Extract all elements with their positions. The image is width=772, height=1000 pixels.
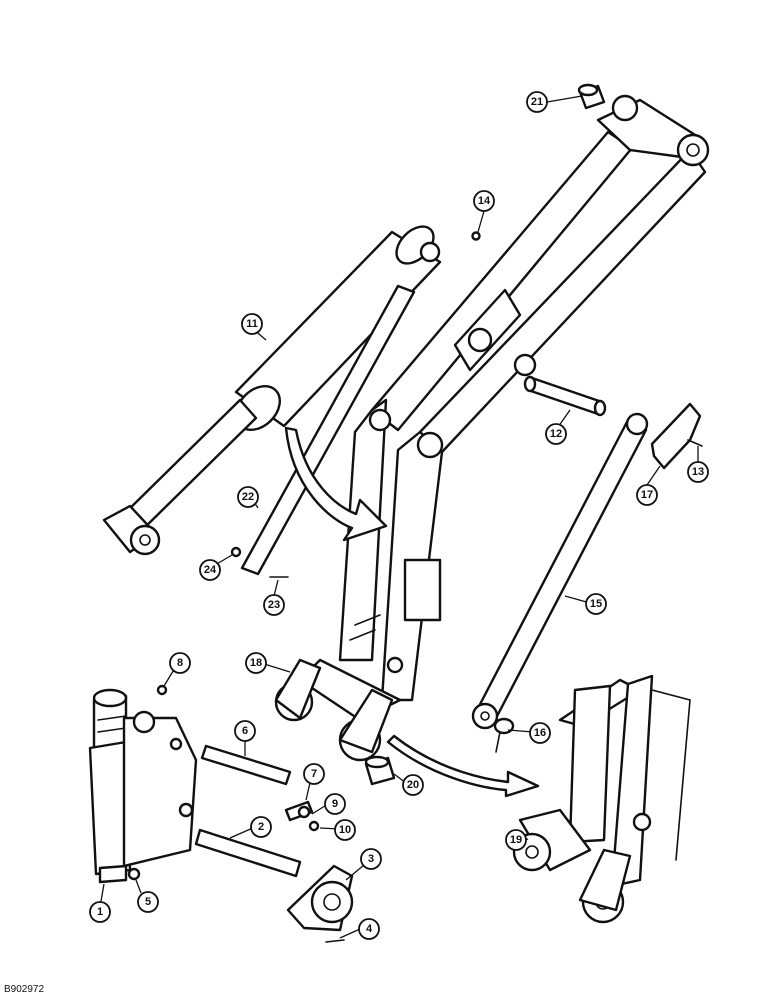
bushing-21: [577, 83, 606, 110]
callout-24: 24: [199, 559, 221, 581]
grease-fitting-14: [471, 231, 481, 241]
mount-plate: [122, 710, 198, 868]
svg-text:19: 19: [510, 834, 522, 846]
lynch-pin-16: [493, 717, 515, 753]
retainer-bracket-17: [650, 402, 702, 470]
callout-18: 18: [245, 652, 267, 674]
svg-text:5: 5: [145, 896, 151, 908]
nut-5: [127, 867, 141, 881]
svg-text:22: 22: [242, 491, 254, 503]
svg-text:6: 6: [242, 725, 248, 737]
nut-10: [308, 820, 320, 832]
svg-text:16: 16: [534, 727, 546, 739]
callout-22: 22: [237, 486, 259, 508]
fitting-8: [156, 684, 168, 696]
svg-text:8: 8: [177, 657, 183, 669]
svg-text:18: 18: [250, 657, 262, 669]
svg-text:3: 3: [368, 853, 374, 865]
pivot-pin-12: [526, 376, 604, 416]
svg-text:21: 21: [531, 96, 543, 108]
stop-bracket-3: [286, 864, 354, 932]
svg-text:14: 14: [478, 195, 491, 207]
washer-24: [230, 546, 242, 558]
callout-13: 13: [687, 461, 709, 483]
svg-text:23: 23: [268, 599, 280, 611]
svg-text:4: 4: [366, 923, 373, 935]
callout-14: 14: [473, 190, 495, 212]
bushing-20: [364, 755, 396, 786]
callout-17: 17: [636, 484, 658, 506]
callout-10: 10: [334, 819, 356, 841]
svg-text:2: 2: [258, 821, 264, 833]
callout-11: 11: [241, 313, 263, 335]
assembly-arrow: [284, 426, 388, 542]
callout-23: 23: [263, 594, 285, 616]
boom-end-detail-19: [512, 674, 691, 924]
svg-text:13: 13: [692, 466, 704, 478]
callout-12: 12: [545, 423, 567, 445]
callout-19: 19: [505, 829, 527, 851]
callout-20: 20: [402, 774, 424, 796]
svg-text:1: 1: [97, 906, 103, 918]
callout-5: 5: [137, 891, 159, 913]
figure-code: B902972: [4, 984, 44, 995]
callout-9: 9: [324, 793, 346, 815]
svg-text:15: 15: [590, 598, 602, 610]
svg-text:9: 9: [332, 798, 338, 810]
callout-1: 1: [89, 901, 111, 923]
callout-21: 21: [526, 91, 548, 113]
svg-text:17: 17: [641, 489, 653, 501]
washer-9: [297, 805, 311, 819]
callout-7: 7: [303, 763, 325, 785]
pin-6: [200, 744, 292, 786]
callout-8: 8: [169, 652, 191, 674]
detail-arrow: [386, 734, 540, 798]
svg-text:7: 7: [311, 768, 317, 780]
svg-text:10: 10: [339, 824, 351, 836]
link-rod-15: [471, 412, 649, 730]
svg-text:11: 11: [246, 318, 258, 330]
callout-3: 3: [360, 848, 382, 870]
callout-16: 16: [529, 722, 551, 744]
callout-6: 6: [234, 720, 256, 742]
shim-strip-22: [240, 284, 416, 576]
hydraulic-cylinder-11: [102, 225, 442, 556]
bolt-13: [687, 439, 703, 447]
callout-2: 2: [250, 816, 272, 838]
pin-2: [194, 828, 302, 878]
svg-text:20: 20: [407, 779, 419, 791]
svg-text:24: 24: [204, 564, 217, 576]
callout-4: 4: [358, 918, 380, 940]
bolt-4: [325, 939, 345, 943]
svg-text:12: 12: [550, 428, 562, 440]
callout-15: 15: [585, 593, 607, 615]
